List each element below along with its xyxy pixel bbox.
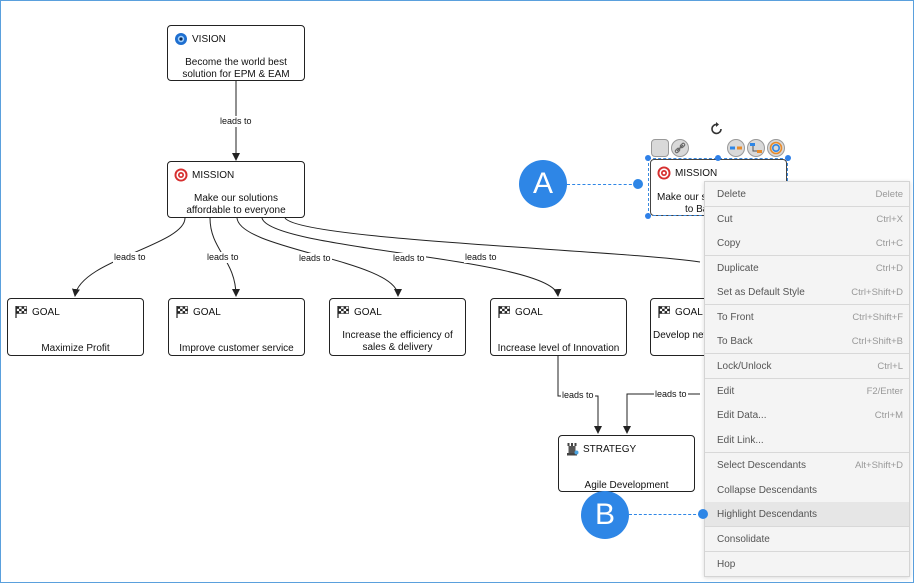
edge-label: leads to	[464, 252, 498, 263]
menu-separator	[705, 353, 909, 354]
callout-a-line	[567, 184, 637, 185]
node-text: Improve customer service	[179, 343, 294, 354]
chess-rook-icon	[567, 443, 579, 456]
node-type: GOAL	[354, 306, 382, 318]
menu-item-highlight-descendants[interactable]: Highlight Descendants	[705, 502, 909, 526]
node-text: Make our s	[657, 192, 707, 203]
node-type: VISION	[192, 33, 226, 45]
edge-label: leads to	[654, 389, 688, 400]
vision-node[interactable]: VISION Become the world best solution fo…	[167, 25, 305, 81]
node-type: MISSION	[192, 169, 235, 181]
edge-label: leads to	[206, 252, 240, 263]
edge-label: leads to	[392, 253, 426, 264]
eye-icon	[175, 33, 187, 45]
node-type: MISSION	[675, 167, 718, 179]
menu-item-edit-data[interactable]: Edit Data...Ctrl+M	[717, 409, 903, 421]
node-text: Increase level of Innovation	[497, 343, 620, 354]
edge-label: leads to	[298, 253, 332, 264]
goal-node[interactable]: GOAL Increase the efficiency of sales & …	[329, 298, 466, 356]
callout-b: B	[581, 491, 629, 539]
goal-node[interactable]: GOAL Maximize Profit	[7, 298, 144, 356]
edge-label: leads to	[561, 390, 595, 401]
goal-node[interactable]: GOAL Improve customer service	[168, 298, 305, 356]
style-icon[interactable]	[767, 139, 785, 157]
resize-handle[interactable]	[715, 155, 721, 161]
edge-label: leads to	[113, 252, 147, 263]
menu-item-hop[interactable]: Hop	[717, 558, 736, 570]
checkered-flag-icon	[658, 306, 670, 318]
mission-node[interactable]: MISSION Make our solutions affordable to…	[167, 161, 305, 218]
menu-item-consolidate[interactable]: Consolidate	[717, 533, 770, 545]
menu-separator	[705, 255, 909, 256]
callout-a: A	[519, 160, 567, 208]
image-tool-icon[interactable]	[651, 139, 669, 157]
resize-handle[interactable]	[645, 155, 651, 161]
goal-node[interactable]: GOAL Increase level of Innovation	[490, 298, 627, 356]
node-text: to Ba	[685, 204, 709, 215]
menu-separator	[705, 452, 909, 453]
add-sibling-icon[interactable]	[747, 139, 765, 157]
checkered-flag-icon	[15, 306, 27, 318]
callout-b-dot	[698, 509, 708, 519]
menu-separator	[705, 304, 909, 305]
edge-mission-goal5	[284, 217, 701, 263]
node-text: Agile Development	[584, 480, 669, 491]
node-text: Maximize Profit	[41, 343, 110, 354]
menu-item-edit-link[interactable]: Edit Link...	[717, 434, 764, 446]
menu-separator	[705, 378, 909, 379]
strategy-node[interactable]: STRATEGY Agile Development	[558, 435, 695, 492]
node-text: Increase the efficiency of sales & deliv…	[342, 330, 453, 353]
menu-separator	[705, 551, 909, 552]
menu-separator	[705, 206, 909, 207]
node-text: Become the world best solution for EPM &…	[182, 57, 290, 80]
checkered-flag-icon	[176, 306, 188, 318]
resize-handle[interactable]	[645, 213, 651, 219]
target-icon	[657, 166, 671, 180]
callout-b-line	[629, 514, 701, 515]
add-child-icon[interactable]	[727, 139, 745, 157]
target-icon	[174, 168, 188, 182]
node-type: GOAL	[675, 306, 703, 318]
resize-handle[interactable]	[785, 155, 791, 161]
node-type: GOAL	[32, 306, 60, 318]
node-type: GOAL	[193, 306, 221, 318]
menu-separator	[705, 526, 909, 527]
node-type: STRATEGY	[583, 443, 637, 455]
rotate-icon[interactable]	[709, 121, 727, 139]
checkered-flag-icon	[337, 306, 349, 318]
callout-a-dot	[633, 179, 643, 189]
menu-item-collapse-descendants[interactable]: Collapse Descendants	[717, 484, 818, 496]
node-type: GOAL	[515, 306, 543, 318]
node-text: Make our solutions affordable to everyon…	[186, 193, 286, 216]
checkered-flag-icon	[498, 306, 510, 318]
edge-label: leads to	[219, 116, 253, 127]
node-text: Develop nev	[653, 330, 709, 341]
link-icon[interactable]	[671, 139, 689, 157]
